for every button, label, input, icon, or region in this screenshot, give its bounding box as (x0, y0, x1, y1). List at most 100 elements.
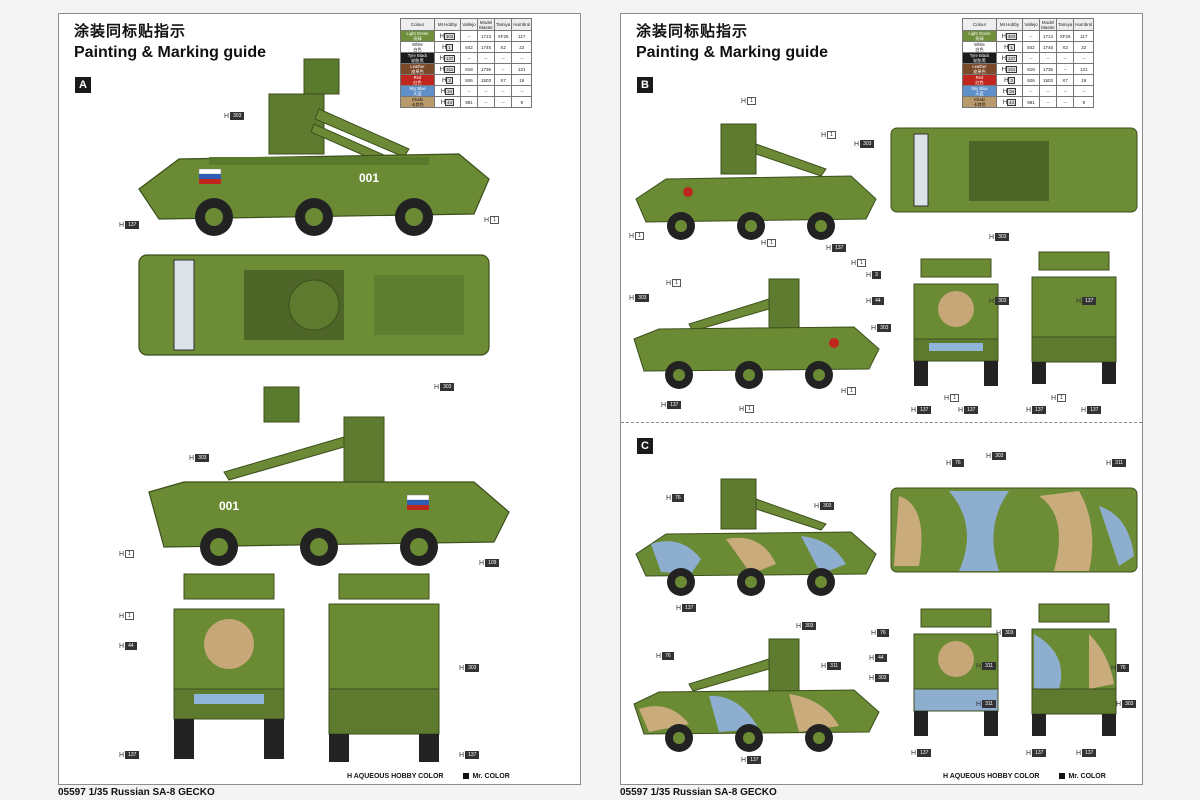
callout-prefix: H (119, 221, 125, 229)
callout-prefix: H (944, 394, 950, 402)
callout-code: 137 (964, 406, 979, 414)
hobby-code-box: 1 (446, 43, 453, 51)
callout-prefix: H (869, 654, 875, 662)
callout-code: 1 (490, 216, 499, 224)
legend-mr-label: Mr. COLOR (1068, 773, 1106, 780)
callout-prefix: H (741, 97, 747, 105)
equivalent-code: X2 (1055, 41, 1075, 53)
table-header: Humbrol (1073, 18, 1095, 31)
equivalent-code: 981 (1022, 96, 1040, 108)
callout-prefix: H (459, 664, 465, 672)
table-header: Colour (962, 18, 997, 31)
callout-prefix: H (739, 405, 745, 413)
callout-prefix: H (676, 604, 682, 612)
callout-prefix: H (826, 244, 832, 252)
equivalent-code: 9 (1073, 96, 1095, 108)
top-view-b (890, 127, 1138, 213)
callout-prefix: H (854, 140, 860, 148)
color-legend: H AQUEOUS HOBBY COLOR Mr. COLOR (943, 773, 1106, 780)
callout-code: 1 (950, 394, 959, 402)
title-english: Painting & Marking guide (636, 44, 829, 61)
table-header: Mr.Hobby (996, 18, 1023, 31)
table-header: Colour (400, 18, 435, 31)
callout-prefix: H (189, 454, 195, 462)
callout-code: 1 (635, 232, 644, 240)
table-header: Model Master (1039, 18, 1057, 31)
callout-code: 303 (1122, 700, 1137, 708)
callout-prefix: H (119, 642, 125, 650)
front-view-a (173, 573, 285, 759)
equivalent-code: 19 (1073, 74, 1095, 86)
hobby-code-box: 311 (444, 65, 456, 73)
hobby-code-box: 311 (1006, 65, 1018, 73)
callout-code: 76 (1117, 664, 1129, 672)
footer-product-code: 05597 1/35 Russian SA-8 GECKO (620, 787, 777, 798)
callout-prefix: H (1051, 394, 1057, 402)
callout-prefix: H (479, 559, 485, 567)
callout-code: 137 (747, 756, 762, 764)
equivalent-code: 117 (511, 30, 533, 42)
color-name: White (974, 42, 985, 47)
rear-view-b (1031, 251, 1117, 384)
callout-code: 303 (195, 454, 210, 462)
color-name: Light Green (968, 31, 991, 36)
callout-prefix: H (814, 502, 820, 510)
callout-prefix: H (1111, 664, 1117, 672)
equivalent-code: -- (1022, 30, 1040, 42)
table-header: Tamiya (1055, 18, 1075, 31)
callout-code: 1 (857, 259, 866, 267)
legend-mr: Mr. COLOR (463, 773, 510, 780)
legend-aqueous-prefix: H (347, 773, 353, 780)
color-name: Leather (410, 64, 425, 69)
legend-aqueous-label: AQUEOUS HOBBY COLOR (353, 773, 444, 780)
callout-code: 1 (847, 387, 856, 395)
hobby-prefix: H (1001, 33, 1006, 40)
equivalent-code: -- (1055, 85, 1075, 97)
callout-code: 137 (917, 749, 932, 757)
callout-code: 109 (485, 559, 500, 567)
callout-code: 44 (875, 654, 887, 662)
equivalent-code: -- (1073, 85, 1095, 97)
callout-code: 303 (992, 452, 1007, 460)
callout-code: 303 (995, 233, 1010, 241)
side-view-b-right (633, 278, 880, 389)
callout-prefix: H (1076, 749, 1082, 757)
callout-prefix: H (666, 279, 672, 287)
color-name-cn: 红色 (413, 80, 422, 85)
legend-aqueous: H AQUEOUS HOBBY COLOR (943, 773, 1039, 780)
scheme-badge-c: C (637, 438, 653, 454)
color-name-cn: 轮胎黑 (973, 58, 986, 63)
equivalent-code: XF26 (1055, 30, 1075, 42)
equivalent-code: 9 (511, 96, 533, 108)
callout-prefix: H (1076, 297, 1082, 305)
callout-prefix: H (1026, 749, 1032, 757)
color-name-cn: 皮革色 (411, 69, 424, 74)
